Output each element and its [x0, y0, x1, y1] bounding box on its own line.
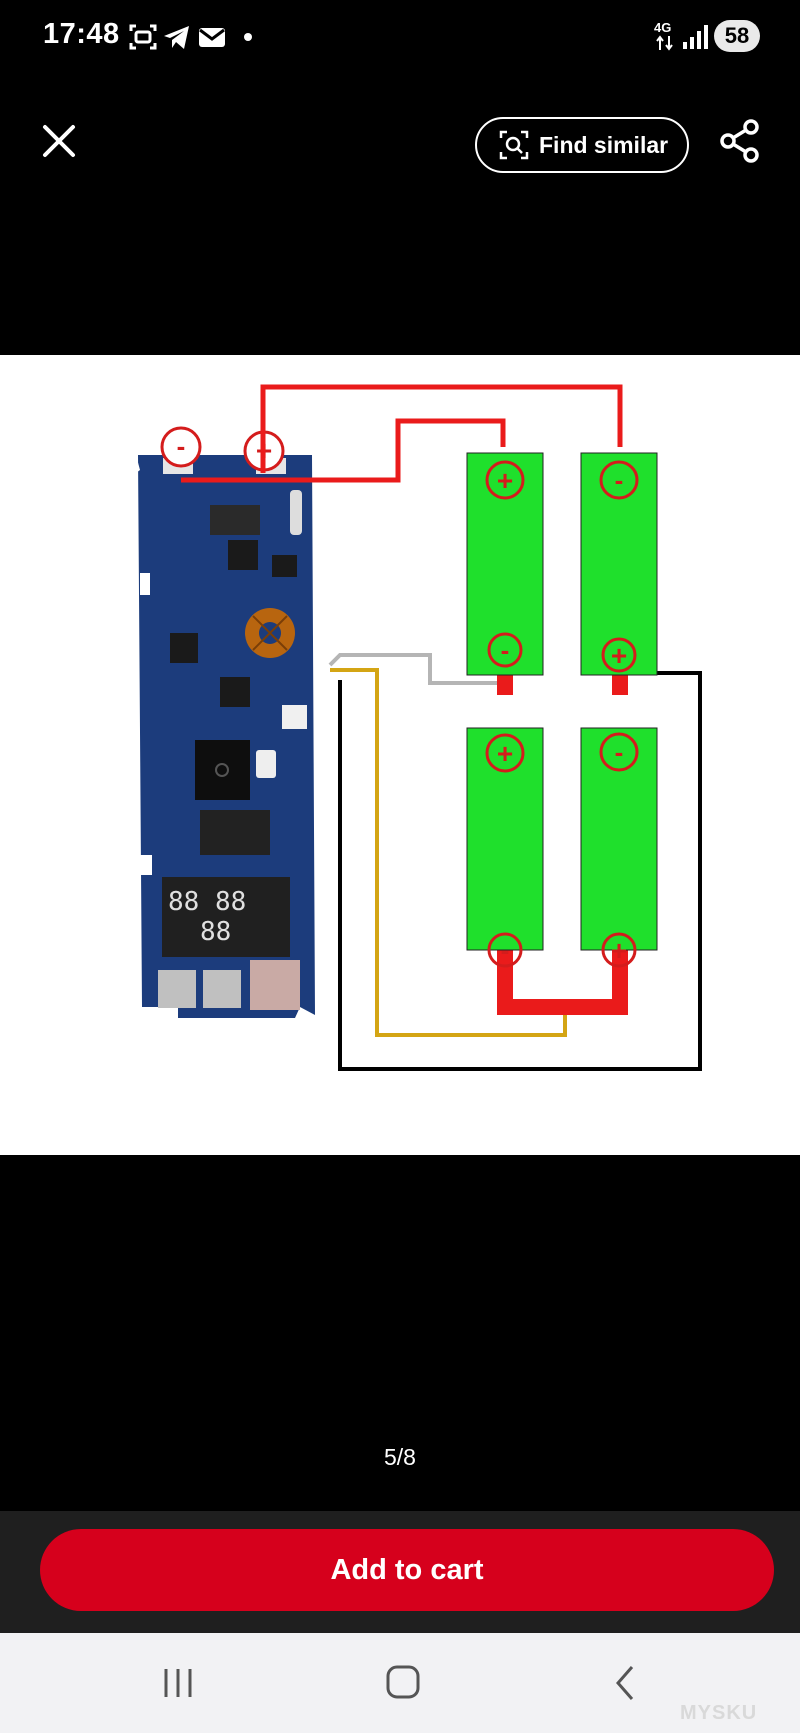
status-clock: 17:48: [43, 18, 120, 50]
product-image[interactable]: 88 88 88 - + + - - +: [0, 355, 800, 1155]
battery-cell: - +: [580, 727, 658, 968]
home-button[interactable]: [372, 1655, 432, 1711]
notification-dot-icon: [244, 33, 252, 41]
find-similar-label: Find similar: [539, 131, 669, 158]
network-indicator: 4G: [653, 20, 679, 54]
share-button[interactable]: [718, 118, 764, 164]
watermark: MYSKU: [680, 1702, 758, 1724]
svg-text:+: +: [611, 935, 627, 966]
pcb-board: 88 88 88: [136, 455, 315, 1018]
svg-text:-: -: [615, 737, 624, 767]
signal-icon: [683, 25, 708, 49]
wires: [181, 384, 702, 1071]
pcb-minus-label: -: [177, 431, 186, 461]
home-icon: [386, 1665, 420, 1699]
battery-cell: + -: [466, 727, 544, 968]
svg-text:+: +: [611, 640, 627, 671]
recents-icon: [164, 1669, 192, 1697]
battery-cell: + -: [466, 452, 544, 676]
telegram-icon: [164, 26, 189, 49]
find-similar-button[interactable]: Find similar: [475, 117, 689, 173]
battery-level: 58: [714, 20, 760, 52]
add-to-cart-button[interactable]: Add to cart: [40, 1529, 774, 1611]
share-icon: [720, 119, 759, 163]
mail-icon: [199, 28, 225, 47]
close-button[interactable]: [36, 118, 82, 164]
svg-text:-: -: [501, 635, 510, 665]
svg-text:88: 88: [200, 917, 231, 947]
cart-bar: Add to cart: [0, 1511, 800, 1633]
battery-cell: - +: [580, 452, 658, 676]
svg-text:88 88: 88 88: [168, 887, 246, 917]
svg-text:+: +: [497, 738, 513, 769]
recents-button[interactable]: [148, 1655, 208, 1711]
screenshot-icon: [129, 24, 157, 50]
back-button[interactable]: [596, 1655, 656, 1711]
system-nav-bar: MYSKU: [0, 1633, 800, 1733]
network-type: 4G: [654, 20, 672, 35]
pcb-terminal-minus: -: [160, 426, 202, 468]
image-search-icon: [499, 130, 529, 160]
svg-text:-: -: [615, 465, 624, 495]
status-bar: 17:48 4G 58: [0, 0, 800, 80]
image-page-counter: 5/8: [384, 1444, 416, 1470]
data-arrows-icon: [656, 35, 673, 51]
svg-text:-: -: [501, 935, 510, 965]
close-icon: [43, 125, 75, 157]
svg-text:+: +: [497, 465, 513, 496]
back-icon: [616, 1666, 634, 1700]
